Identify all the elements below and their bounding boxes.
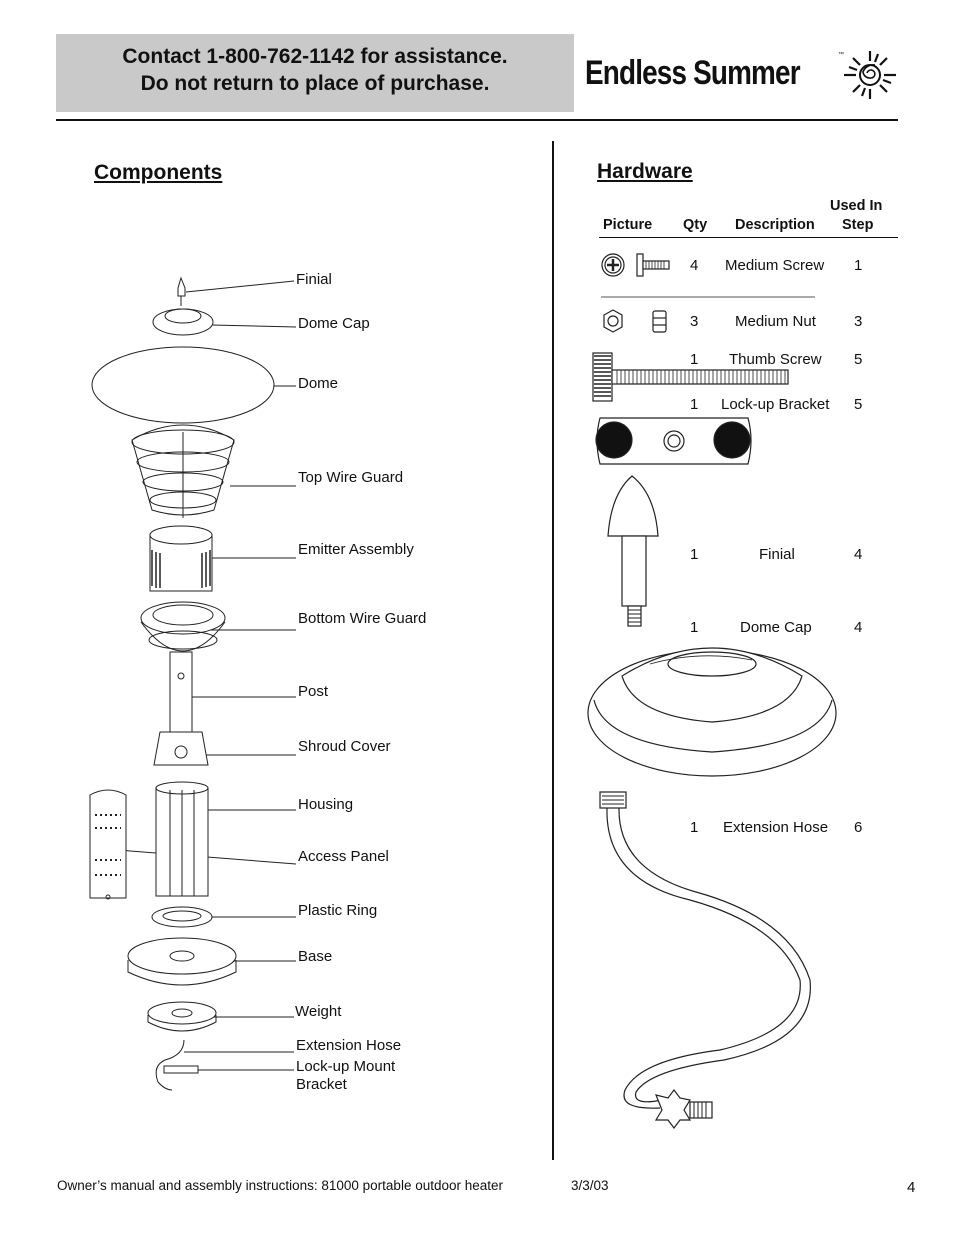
hex-nut-icon bbox=[603, 309, 623, 333]
table-header-rule bbox=[599, 237, 898, 238]
step-cell: 5 bbox=[854, 351, 863, 368]
header-picture: Picture bbox=[603, 217, 653, 233]
lock-up-bracket-icon bbox=[595, 417, 752, 465]
trademark-mark: ™ bbox=[838, 52, 844, 58]
qty-cell: 1 bbox=[690, 546, 699, 563]
label-weight: Weight bbox=[295, 1003, 342, 1020]
description-cell: Finial bbox=[759, 546, 795, 563]
label-dome-cap: Dome Cap bbox=[298, 315, 370, 332]
qty-cell: 1 bbox=[690, 351, 699, 368]
label-emitter-assembly: Emitter Assembly bbox=[298, 541, 414, 558]
label-top-wire-guard: Top Wire Guard bbox=[298, 469, 404, 486]
header-description: Description bbox=[735, 217, 815, 233]
step-cell: 1 bbox=[854, 257, 863, 274]
description-cell: Lock-up Bracket bbox=[721, 396, 830, 413]
header-rule bbox=[56, 119, 898, 121]
label-plastic-ring: Plastic Ring bbox=[298, 902, 378, 919]
label-bracket: Bracket bbox=[296, 1076, 347, 1093]
nut-side-icon bbox=[652, 310, 667, 333]
footer-text: Owner’s manual and assembly instructions… bbox=[57, 1178, 504, 1193]
label-extension-hose: Extension Hose bbox=[296, 1037, 402, 1054]
qty-cell: 3 bbox=[690, 313, 699, 330]
label-finial: Finial bbox=[296, 271, 332, 288]
step-cell: 4 bbox=[854, 619, 863, 636]
label-dome: Dome bbox=[298, 375, 339, 392]
screw-head-icon bbox=[601, 253, 625, 277]
description-cell: Dome Cap bbox=[740, 619, 812, 636]
header-used-in: Used In bbox=[830, 198, 883, 214]
label-shroud-cover: Shroud Cover bbox=[298, 738, 391, 755]
qty-cell: 1 bbox=[690, 619, 699, 636]
description-cell: Extension Hose bbox=[723, 819, 829, 836]
column-divider bbox=[552, 141, 554, 1160]
label-lock-up-mount: Lock-up Mount bbox=[296, 1058, 396, 1075]
page-number: 4 bbox=[907, 1179, 916, 1196]
step-cell: 5 bbox=[854, 396, 863, 413]
extension-hose-icon bbox=[599, 791, 811, 1129]
assistance-line-1: Contact 1-800-762-1142 for assistance. bbox=[122, 45, 508, 68]
header-qty: Qty bbox=[683, 217, 708, 233]
qty-cell: 1 bbox=[690, 396, 699, 413]
label-access-panel: Access Panel bbox=[298, 848, 389, 865]
label-base: Base bbox=[298, 948, 333, 965]
assistance-banner bbox=[56, 34, 574, 112]
description-cell: Thumb Screw bbox=[729, 351, 822, 368]
hardware-title: Hardware bbox=[597, 160, 693, 183]
qty-cell: 1 bbox=[690, 819, 699, 836]
label-bottom-wire-guard: Bottom Wire Guard bbox=[298, 610, 427, 627]
description-cell: Medium Screw bbox=[725, 257, 825, 274]
dome-cap-icon bbox=[587, 647, 837, 777]
step-cell: 3 bbox=[854, 313, 863, 330]
components-title: Components bbox=[94, 161, 223, 184]
brand-name: Endless Summer bbox=[585, 54, 801, 92]
assistance-line-2: Do not return to place of purchase. bbox=[140, 72, 490, 95]
label-post: Post bbox=[298, 683, 329, 700]
step-cell: 4 bbox=[854, 546, 863, 563]
footer-date: 3/3/03 bbox=[571, 1178, 609, 1193]
label-housing: Housing bbox=[298, 796, 354, 813]
description-cell: Medium Nut bbox=[735, 313, 816, 330]
finial-icon bbox=[607, 475, 659, 627]
step-cell: 6 bbox=[854, 819, 863, 836]
screw-shank-icon bbox=[636, 253, 670, 277]
qty-cell: 4 bbox=[690, 257, 699, 274]
header-step: Step bbox=[842, 217, 874, 233]
